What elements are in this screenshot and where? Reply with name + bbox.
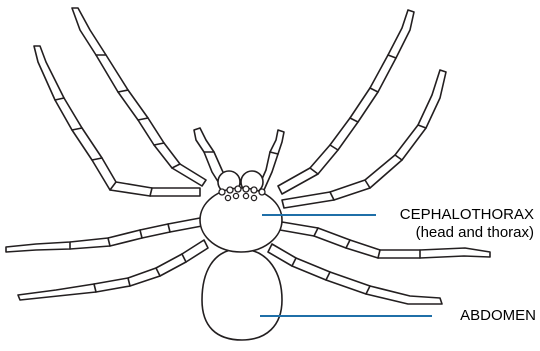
cephalothorax-sublabel: (head and thorax)	[416, 224, 534, 242]
abdomen-label: ABDOMEN	[460, 307, 536, 325]
cephalothorax-body	[200, 188, 282, 252]
abdomen-body	[202, 249, 282, 340]
left-leg-2	[34, 46, 200, 196]
left-leg-3	[6, 218, 202, 252]
cephalothorax-label: CEPHALOTHORAX	[400, 206, 534, 224]
right-leg-2	[282, 70, 446, 208]
